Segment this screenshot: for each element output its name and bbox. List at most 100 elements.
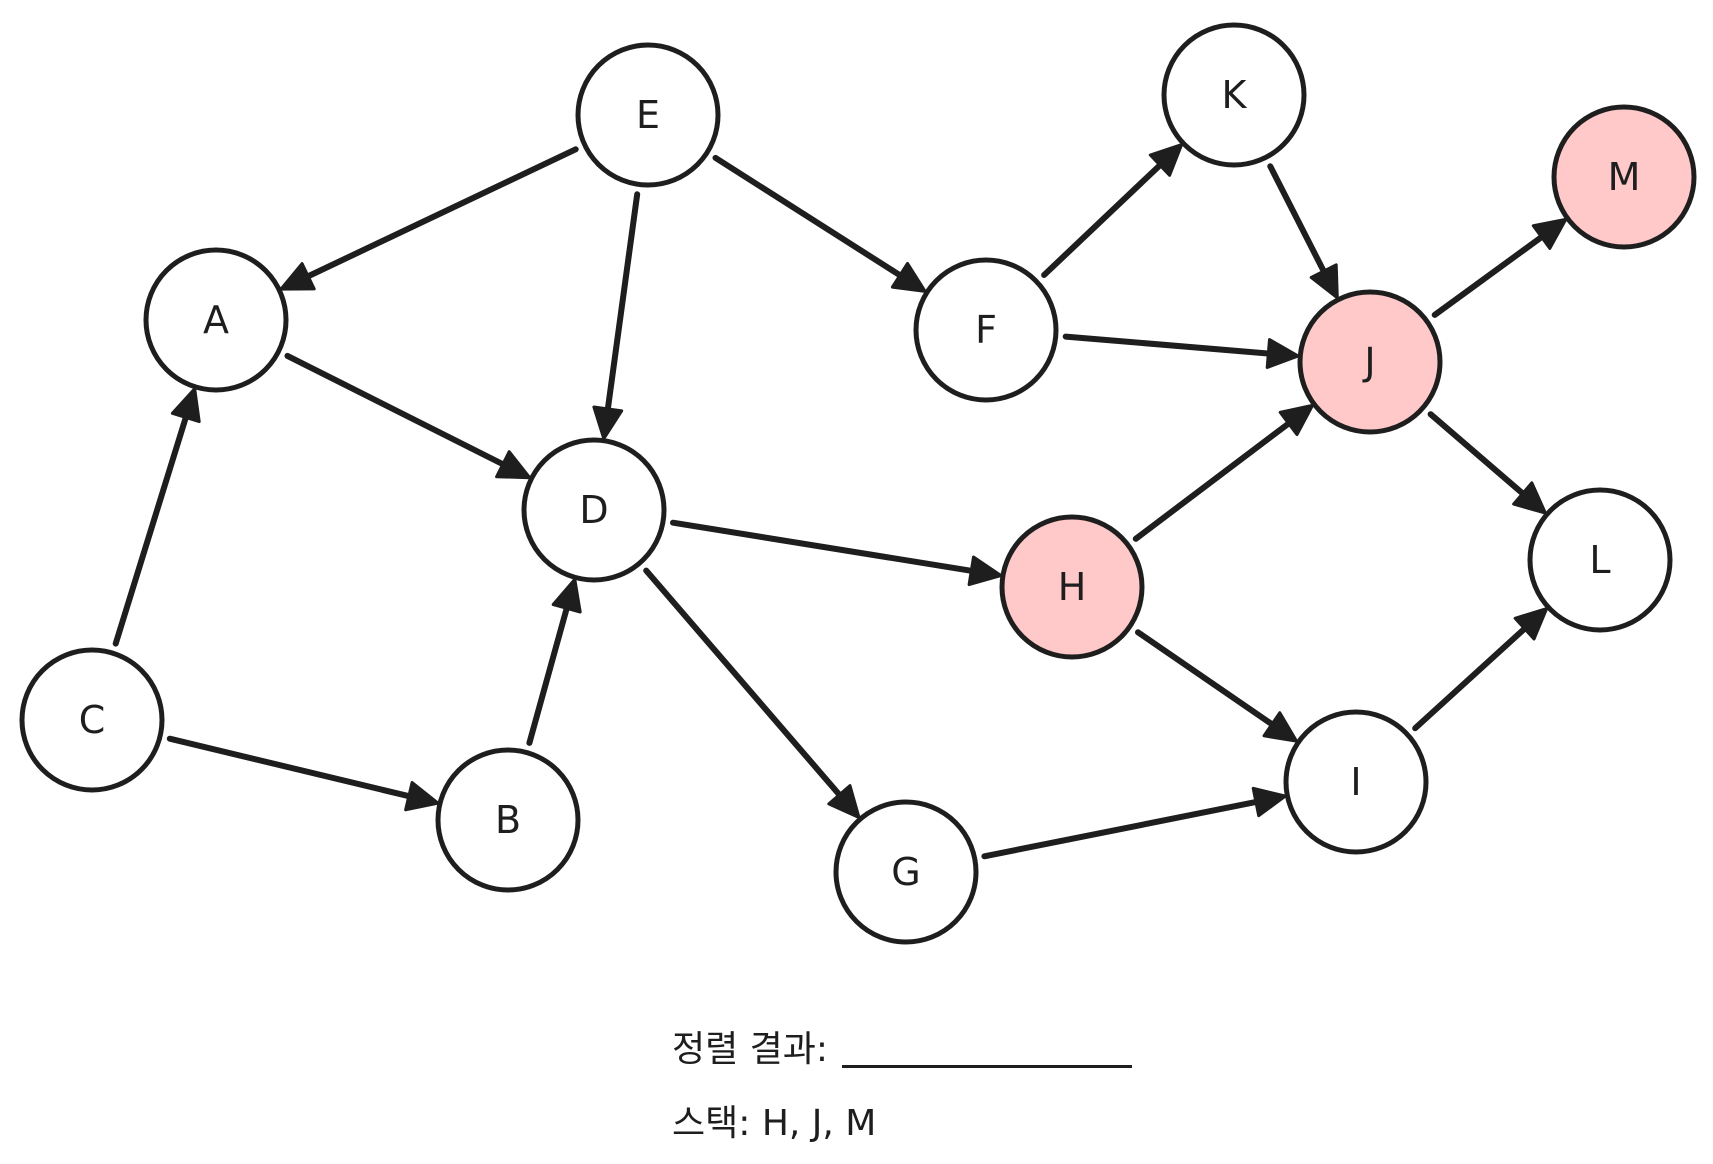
- edge-line: [301, 146, 579, 281]
- edge-f-to-k: [1041, 143, 1184, 278]
- node-label: M: [1608, 155, 1641, 199]
- arrowhead-icon: [1251, 786, 1287, 818]
- edge-line: [1041, 159, 1166, 278]
- node-circle: [575, 42, 721, 188]
- edge-line: [670, 519, 979, 575]
- edge-d-to-g: [643, 567, 861, 819]
- edge-c-to-a: [112, 387, 201, 647]
- edge-b-to-d: [526, 577, 582, 746]
- arrowhead-icon: [495, 450, 532, 480]
- edge-j-to-l: [1427, 411, 1547, 515]
- node-circle: [1551, 104, 1697, 250]
- edge-line: [526, 601, 571, 746]
- edges-layer: [112, 143, 1568, 860]
- node-label: B: [495, 798, 521, 842]
- edge-g-to-i: [981, 786, 1287, 860]
- arrowhead-icon: [1278, 403, 1314, 437]
- node-circle: [143, 247, 289, 393]
- sort-result-label: 정렬 결과:: [672, 1029, 829, 1070]
- arrowhead-icon: [1513, 607, 1549, 641]
- edge-line: [1135, 629, 1279, 730]
- arrowhead-icon: [1262, 711, 1299, 743]
- edge-e-to-f: [712, 154, 927, 293]
- arrowhead-icon: [1265, 338, 1300, 369]
- node-d: D: [521, 437, 667, 583]
- node-g: G: [833, 799, 979, 945]
- node-j: J: [1297, 289, 1443, 435]
- arrowhead-icon: [1309, 263, 1339, 300]
- node-e: E: [575, 42, 721, 188]
- edge-line: [604, 191, 641, 416]
- edge-line: [1267, 163, 1329, 278]
- node-circle: [19, 647, 165, 793]
- node-b: B: [435, 747, 581, 893]
- node-f: F: [913, 257, 1059, 403]
- sort-result-blank: [842, 1035, 1133, 1068]
- node-m: M: [1551, 104, 1697, 250]
- node-label: C: [79, 698, 106, 742]
- node-circle: [435, 747, 581, 893]
- sort-result-row: 정렬 결과:: [672, 1029, 1133, 1070]
- nodes-layer: A B C D E F G H I J K L M: [19, 22, 1697, 945]
- edge-line: [166, 735, 416, 801]
- edge-line: [1412, 623, 1531, 732]
- edge-c-to-b: [166, 735, 440, 812]
- arrowhead-icon: [404, 781, 440, 812]
- arrowhead-icon: [1148, 143, 1184, 177]
- arrowhead-icon: [890, 261, 927, 293]
- node-label: F: [975, 308, 997, 352]
- edge-k-to-j: [1267, 163, 1339, 300]
- edge-f-to-j: [1062, 333, 1300, 369]
- node-c: C: [19, 647, 165, 793]
- node-label: D: [579, 488, 608, 532]
- arrowhead-icon: [551, 577, 582, 614]
- edge-line: [981, 798, 1263, 860]
- edge-e-to-d: [592, 191, 641, 441]
- stack-label: 스택:: [672, 1103, 751, 1144]
- edge-j-to-m: [1431, 217, 1568, 318]
- edge-line: [284, 352, 510, 469]
- arrowhead-icon: [827, 784, 861, 819]
- node-circle: [521, 437, 667, 583]
- node-k: K: [1161, 22, 1307, 168]
- stack-row: 스택: H, J, M: [672, 1106, 876, 1142]
- node-l: L: [1527, 487, 1673, 633]
- edge-line: [1132, 418, 1295, 542]
- node-circle: [1527, 487, 1673, 633]
- arrowhead-icon: [967, 555, 1003, 587]
- node-circle: [999, 514, 1145, 660]
- node-label: G: [891, 850, 920, 894]
- edge-a-to-d: [284, 352, 532, 480]
- node-label: I: [1350, 760, 1361, 804]
- edge-line: [1431, 231, 1548, 318]
- edge-line: [1062, 333, 1276, 357]
- edge-e-to-a: [279, 146, 579, 291]
- arrowhead-icon: [279, 262, 316, 291]
- edge-h-to-i: [1135, 629, 1299, 743]
- node-circle: [913, 257, 1059, 403]
- node-a: A: [143, 247, 289, 393]
- arrowhead-icon: [1531, 217, 1568, 250]
- node-label: H: [1058, 565, 1087, 609]
- node-label: K: [1222, 73, 1248, 117]
- node-label: J: [1362, 340, 1375, 384]
- node-h: H: [999, 514, 1145, 660]
- node-circle: [1161, 22, 1307, 168]
- node-label: E: [636, 93, 660, 137]
- arrowhead-icon: [170, 387, 201, 424]
- node-circle: [833, 799, 979, 945]
- edge-i-to-l: [1412, 607, 1549, 732]
- node-circle: [1297, 289, 1443, 435]
- edge-h-to-j: [1132, 403, 1314, 542]
- arrowhead-icon: [1512, 481, 1547, 515]
- edge-d-to-h: [670, 519, 1003, 587]
- edge-line: [712, 154, 907, 281]
- node-label: A: [203, 298, 229, 342]
- edge-line: [112, 410, 190, 647]
- node-i: I: [1283, 709, 1429, 855]
- node-circle: [1283, 709, 1429, 855]
- arrowhead-icon: [592, 405, 624, 441]
- edge-line: [643, 567, 845, 801]
- stack-values: H, J, M: [761, 1103, 877, 1144]
